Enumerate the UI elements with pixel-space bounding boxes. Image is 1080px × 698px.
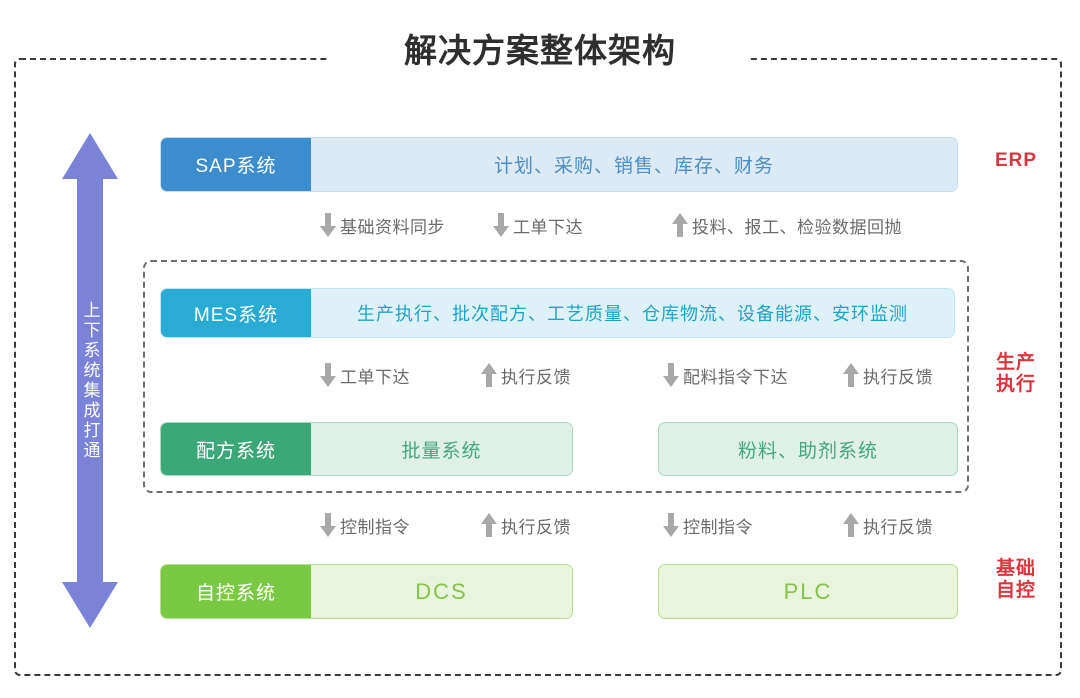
mes-system-box[interactable]: MES系统 生产执行、批次配方、工艺质量、仓库物流、设备能源、安环监测 [160, 288, 955, 338]
annotation-mes-3-label: 配料指令下达 [683, 367, 788, 387]
side-label-erp: ERP [994, 150, 1038, 171]
annotation-mes-2-label: 执行反馈 [501, 367, 571, 387]
page-title: 解决方案整体架构 [404, 32, 676, 69]
double-headed-vertical-arrow-icon [62, 133, 118, 628]
side-label-production-line1: 生产 [995, 352, 1036, 373]
layer-row-mes: MES系统 生产执行、批次配方、工艺质量、仓库物流、设备能源、安环监测 [160, 288, 955, 338]
annotation-mes-3: 配料指令下达 [663, 358, 788, 392]
side-label-base-line2: 自控 [995, 579, 1036, 601]
annotation-row-mes-to-recipe: 工单下达 执行反馈 配料指令下达 执行反馈 [160, 358, 960, 392]
sap-system-tag: SAP系统 [161, 138, 311, 191]
mes-system-modules: 生产执行、批次配方、工艺质量、仓库物流、设备能源、安环监测 [311, 289, 954, 337]
arrow-up-icon [672, 213, 688, 237]
annotation-mes-1: 工单下达 [320, 358, 410, 392]
recipe-system-box[interactable]: 配方系统 批量系统 [160, 422, 573, 476]
arrow-down-icon [493, 213, 509, 237]
sap-system-modules: 计划、采购、销售、库存、财务 [311, 138, 957, 191]
automation-dcs-label: DCS [311, 565, 572, 618]
vertical-integration-arrow: 上下系统集成打通 [62, 133, 118, 628]
arrow-down-icon [663, 363, 679, 387]
annotation-sap-3: 投料、报工、检验数据回抛 [672, 208, 902, 242]
annotation-sap-1-label: 基础资料同步 [340, 217, 445, 237]
side-label-production-line2: 执行 [995, 373, 1036, 395]
powder-additive-system-box[interactable]: 粉料、助剂系统 [658, 422, 958, 476]
annotation-mes-4: 执行反馈 [843, 358, 933, 392]
arrow-up-icon [843, 513, 859, 537]
side-label-base-line1: 基础 [995, 558, 1036, 579]
vertical-arrow-label: 上下系统集成打通 [80, 300, 100, 461]
annotation-auto-1-label: 控制指令 [340, 517, 410, 537]
sap-system-box[interactable]: SAP系统 计划、采购、销售、库存、财务 [160, 137, 958, 192]
annotation-auto-2: 执行反馈 [481, 508, 571, 542]
arrow-down-icon [320, 513, 336, 537]
annotation-auto-3: 控制指令 [663, 508, 753, 542]
annotation-auto-4: 执行反馈 [843, 508, 933, 542]
arrow-up-icon [481, 363, 497, 387]
side-label-base-automation: 基础 自控 [978, 558, 1054, 602]
inner-dashed-frame-production [143, 260, 969, 493]
vertical-arrow-label-wrap: 上下系统集成打通 [62, 133, 118, 628]
annotation-sap-3-label: 投料、报工、检验数据回抛 [692, 217, 902, 237]
annotation-row-recipe-to-auto: 控制指令 执行反馈 控制指令 执行反馈 [160, 508, 960, 542]
automation-system-tag: 自控系统 [161, 565, 311, 618]
mes-system-tag: MES系统 [161, 289, 311, 337]
annotation-sap-2-label: 工单下达 [513, 217, 583, 237]
layer-row-recipe: 配方系统 批量系统 粉料、助剂系统 [160, 422, 958, 476]
arrow-down-icon [320, 213, 336, 237]
annotation-mes-2: 执行反馈 [481, 358, 571, 392]
annotation-auto-4-label: 执行反馈 [863, 517, 933, 537]
arrow-down-icon [663, 513, 679, 537]
automation-plc-box[interactable]: PLC [658, 564, 958, 619]
recipe-system-modules: 批量系统 [311, 423, 572, 475]
annotation-auto-2-label: 执行反馈 [501, 517, 571, 537]
side-label-production: 生产 执行 [978, 352, 1054, 396]
annotation-sap-2: 工单下达 [493, 208, 583, 242]
automation-system-box[interactable]: 自控系统 DCS [160, 564, 573, 619]
arrow-up-icon [843, 363, 859, 387]
title-background-notch [330, 42, 750, 76]
recipe-system-tag: 配方系统 [161, 423, 311, 475]
annotation-mes-4-label: 执行反馈 [863, 367, 933, 387]
layer-row-sap: SAP系统 计划、采购、销售、库存、财务 [160, 137, 958, 192]
layer-row-automation: 自控系统 DCS PLC [160, 564, 958, 619]
annotation-row-sap-to-mes: 基础资料同步 工单下达 投料、报工、检验数据回抛 [160, 208, 960, 242]
arrow-down-icon [320, 363, 336, 387]
annotation-auto-3-label: 控制指令 [683, 517, 753, 537]
annotation-mes-1-label: 工单下达 [340, 367, 410, 387]
annotation-auto-1: 控制指令 [320, 508, 410, 542]
annotation-sap-1: 基础资料同步 [320, 208, 445, 242]
arrow-up-icon [481, 513, 497, 537]
